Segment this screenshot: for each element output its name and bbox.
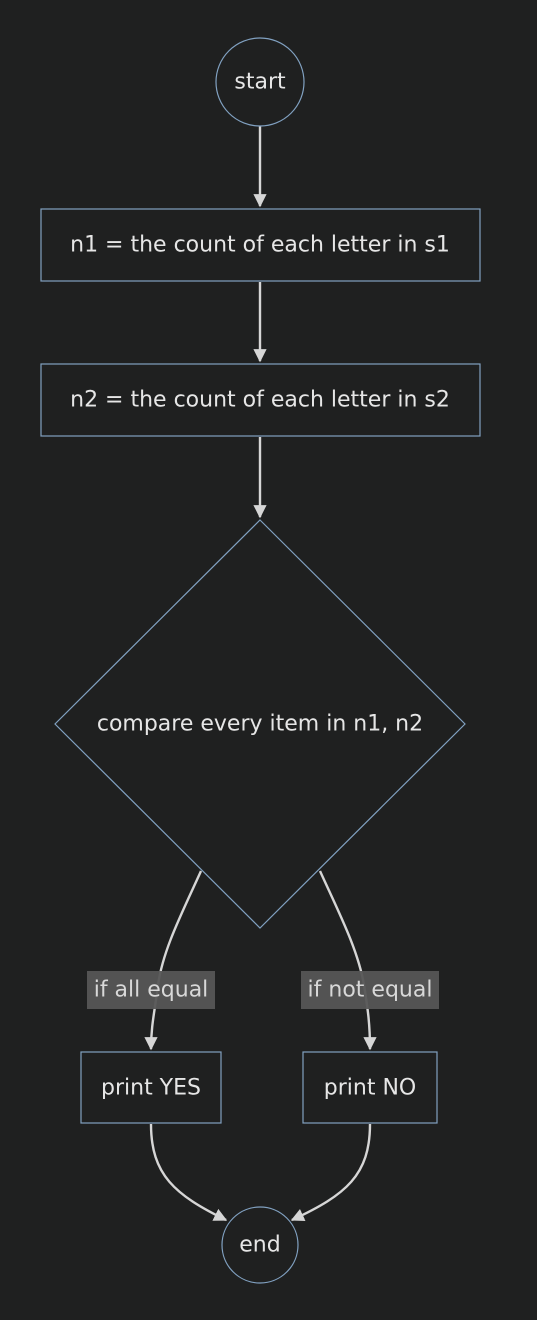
node-print-no-label: print NO <box>324 1076 416 1101</box>
node-print-no: print NO <box>302 1051 438 1124</box>
edge-print-yes-to-end <box>149 1123 228 1222</box>
node-count-s1: n1 = the count of each letter in s1 <box>40 208 481 282</box>
edge-compare-to-print-yes <box>144 870 203 1051</box>
edge-label-if-all-equal-text: if all equal <box>94 978 209 1003</box>
edge-label-if-all-equal: if all equal <box>87 971 215 1009</box>
node-count-s2: n2 = the count of each letter in s2 <box>40 363 481 437</box>
edge-print-no-to-end <box>290 1123 372 1222</box>
edge-compare-to-print-no <box>318 870 377 1051</box>
node-print-yes-label: print YES <box>101 1076 201 1101</box>
edge-label-if-not-equal-text: if not equal <box>308 978 433 1003</box>
node-start-label: start <box>234 70 286 95</box>
node-end: end <box>221 1206 299 1284</box>
node-compare-label: compare every item in n1, n2 <box>97 712 423 737</box>
node-compare: compare every item in n1, n2 <box>54 519 466 929</box>
node-count-s1-label: n1 = the count of each letter in s1 <box>70 233 450 258</box>
node-start: start <box>215 37 305 127</box>
node-count-s2-label: n2 = the count of each letter in s2 <box>70 388 450 413</box>
edge-label-if-not-equal: if not equal <box>301 971 439 1009</box>
node-end-label: end <box>239 1233 280 1258</box>
node-print-yes: print YES <box>80 1051 222 1124</box>
